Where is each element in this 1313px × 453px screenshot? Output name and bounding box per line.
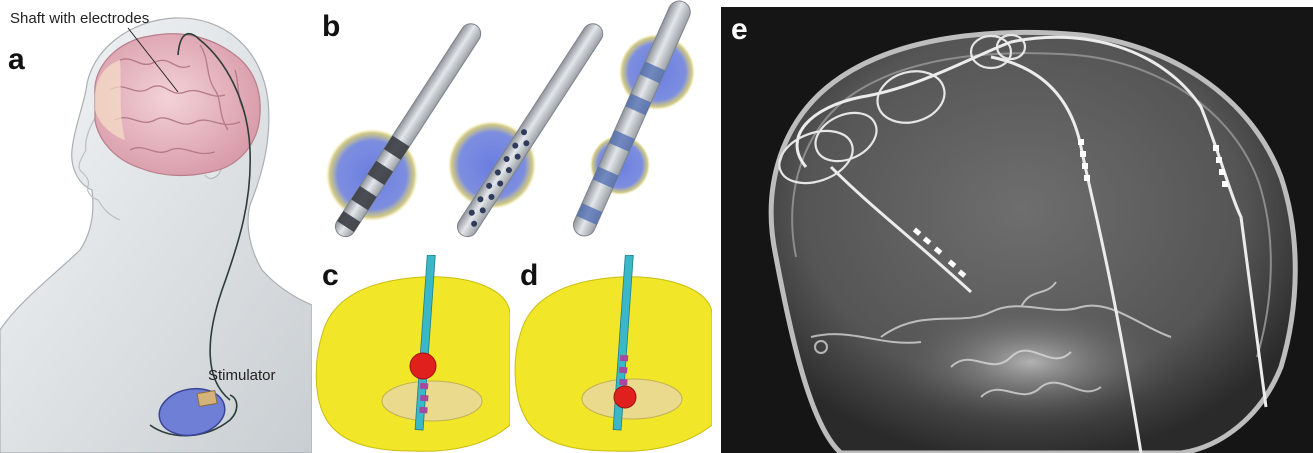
panel-label-e: e — [731, 15, 748, 45]
panel-label-c: c — [322, 261, 339, 291]
panel-d-target-activation: d — [512, 255, 712, 453]
panel-a-implant-illustration: Shaft with electrodes a Stimulator — [0, 0, 312, 453]
skull-base-density — [881, 297, 1181, 427]
activation-sphere — [614, 386, 636, 408]
target-activation-d — [512, 255, 712, 453]
electrode-designs — [312, 0, 712, 255]
implant-illustration — [0, 0, 312, 453]
target-activation-c — [312, 255, 510, 453]
activation-sphere — [410, 353, 436, 379]
panel-b-electrode-designs: b — [312, 0, 712, 255]
stimulator-annotation: Stimulator — [208, 368, 276, 383]
panel-c-target-activation: c — [312, 255, 510, 453]
stimulator-header — [197, 391, 217, 407]
panel-label-a: a — [8, 45, 25, 75]
electrode-ring-contacts — [326, 20, 485, 241]
shaft-annotation: Shaft with electrodes — [10, 11, 149, 26]
panel-e-xray: e — [721, 7, 1313, 453]
skull-xray — [721, 7, 1313, 453]
subregion-ellipse — [382, 381, 482, 421]
panel-label-b: b — [322, 12, 340, 42]
panel-label-d: d — [520, 261, 538, 291]
